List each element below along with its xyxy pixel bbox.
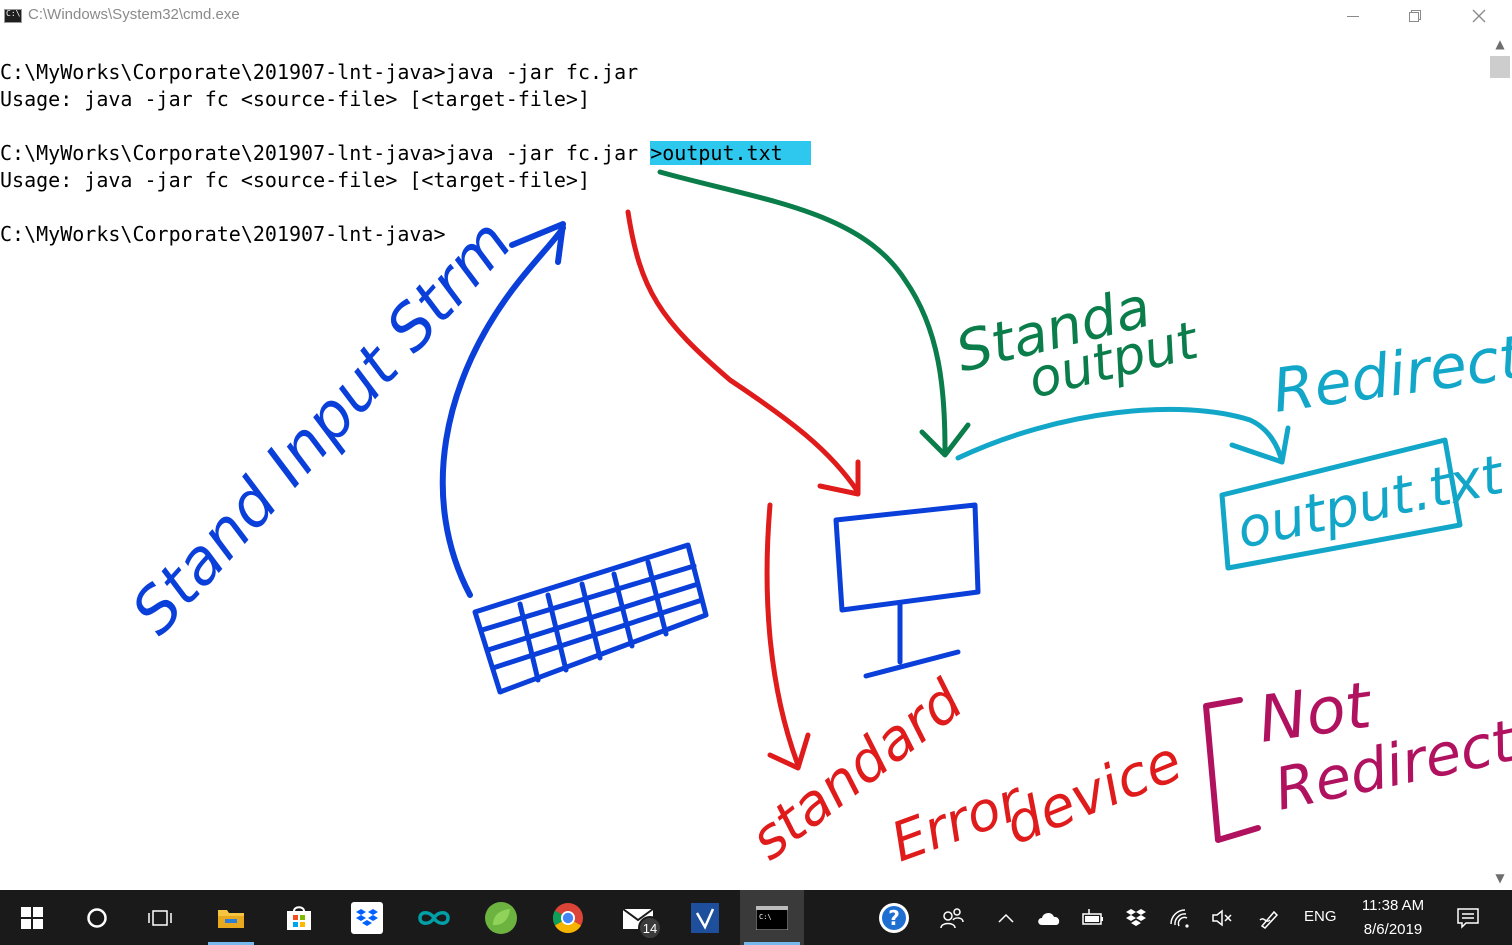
dropbox-tray-button[interactable] — [1118, 890, 1154, 945]
restore-button[interactable] — [1392, 0, 1438, 32]
redirect-highlight: >output.txt — [650, 141, 811, 165]
dropbox-tray-icon — [1126, 908, 1146, 926]
battery-button[interactable] — [1074, 890, 1112, 945]
command-prompt-button[interactable]: C:\ — [740, 890, 804, 945]
svg-text:C:\: C:\ — [759, 913, 772, 921]
cortana-button[interactable] — [72, 890, 122, 945]
title-bar: C:\Windows\System32\cmd.exe — [0, 0, 1512, 32]
minimize-icon — [1347, 15, 1359, 17]
command-prompt-icon: C:\ — [756, 905, 788, 930]
window-title: C:\Windows\System32\cmd.exe — [28, 6, 240, 23]
console-prompt: C:\MyWorks\Corporate\201907-lnt-java> — [0, 222, 446, 246]
minimize-button[interactable] — [1330, 0, 1376, 32]
taskbar: 14 C:\ ? — [0, 890, 1512, 945]
volume-muted-icon — [1212, 908, 1232, 927]
language-indicator[interactable]: ENG — [1304, 908, 1337, 925]
scroll-up-icon[interactable]: ▲ — [1495, 37, 1505, 51]
cmd-app-icon — [4, 9, 22, 23]
console-output[interactable]: C:\MyWorks\Corporate\201907-lnt-java>jav… — [0, 32, 1488, 890]
people-icon — [940, 907, 964, 928]
task-view-button[interactable] — [136, 890, 186, 945]
show-hidden-icons-button[interactable] — [990, 890, 1022, 945]
console-line: C:\MyWorks\Corporate\201907-lnt-java>jav… — [0, 140, 811, 166]
svg-text:?: ? — [888, 906, 900, 930]
close-button[interactable] — [1456, 0, 1502, 32]
mail-button[interactable]: 14 — [608, 890, 668, 945]
onedrive-button[interactable] — [1030, 890, 1068, 945]
wifi-icon — [1170, 908, 1189, 928]
battery-plug-icon — [1082, 908, 1103, 925]
file-explorer-button[interactable] — [204, 890, 258, 945]
close-icon — [1472, 9, 1486, 23]
console-line: Usage: java -jar fc <source-file> [<targ… — [0, 87, 591, 111]
chrome-icon — [552, 902, 583, 933]
store-button[interactable] — [272, 890, 326, 945]
mail-badge: 14 — [638, 916, 662, 940]
clock-time[interactable]: 11:38 AM — [1361, 897, 1425, 914]
pen-workspace-icon — [1259, 910, 1279, 929]
arduino-infinity-icon — [418, 910, 450, 925]
visual-studio-icon — [691, 902, 719, 933]
visual-studio-button[interactable] — [678, 890, 732, 945]
scroll-down-icon[interactable]: ▼ — [1495, 871, 1505, 885]
help-icon: ? — [879, 902, 909, 933]
notification-icon — [1457, 907, 1479, 929]
console-line: Usage: java -jar fc <source-file> [<targ… — [0, 168, 591, 192]
restore-icon — [1409, 10, 1421, 22]
file-explorer-icon — [218, 909, 244, 928]
help-button[interactable]: ? — [872, 890, 916, 945]
spring-tool-button[interactable] — [474, 890, 528, 945]
dropbox-button[interactable] — [340, 890, 394, 945]
console-command: C:\MyWorks\Corporate\201907-lnt-java>jav… — [0, 141, 651, 165]
arduino-button[interactable] — [406, 890, 462, 945]
scrollbar-thumb[interactable] — [1490, 56, 1510, 78]
chevron-up-icon — [998, 913, 1014, 923]
cortana-circle-icon — [87, 907, 107, 928]
spring-leaf-icon — [485, 901, 517, 934]
chrome-button[interactable] — [540, 890, 596, 945]
windows-start-icon — [21, 906, 43, 929]
pen-workspace-button[interactable] — [1250, 890, 1290, 945]
clock-date[interactable]: 8/6/2019 — [1363, 921, 1423, 938]
task-view-icon — [148, 909, 172, 926]
start-button[interactable] — [6, 890, 58, 945]
dropbox-icon — [351, 901, 383, 934]
console-line: C:\MyWorks\Corporate\201907-lnt-java>jav… — [0, 60, 639, 84]
volume-button[interactable] — [1204, 890, 1240, 945]
wifi-button[interactable] — [1162, 890, 1198, 945]
onedrive-cloud-icon — [1038, 912, 1060, 925]
vertical-scrollbar[interactable]: ▲ ▼ — [1488, 32, 1512, 890]
microsoft-store-icon — [287, 905, 311, 930]
people-button[interactable] — [930, 890, 974, 945]
action-center-button[interactable] — [1448, 890, 1488, 945]
